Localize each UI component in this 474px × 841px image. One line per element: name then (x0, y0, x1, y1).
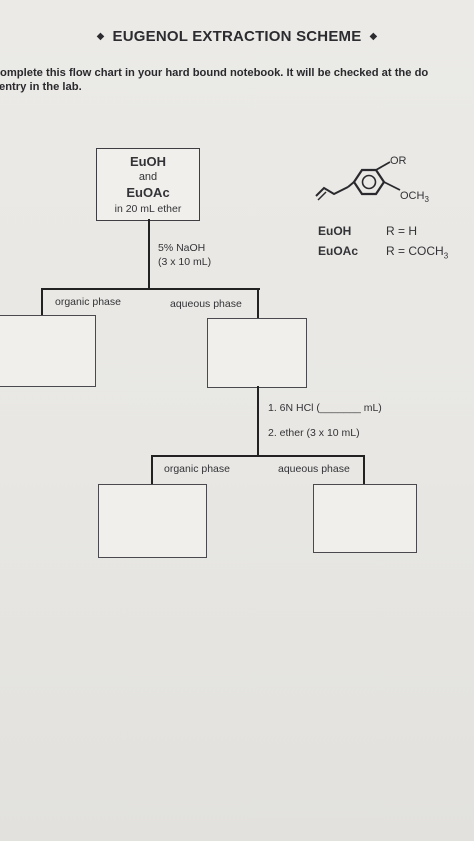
split1-aqueous-label: aqueous phase (170, 298, 242, 310)
answer-box-organic-2[interactable] (98, 484, 207, 558)
start-euoac: EuOAc (126, 185, 170, 200)
start-euoh: EuOH (129, 154, 167, 169)
eugenol-structure-icon (315, 161, 401, 201)
instructions-line-2: entry in the lab. (0, 81, 82, 93)
flow-line-stem-2 (257, 386, 259, 456)
step2-reagent-1: 1. 6N HCl (_______ mL) (268, 402, 382, 414)
title-bullet-right: ◆ (369, 31, 378, 42)
title-bullet-left: ◆ (96, 31, 105, 42)
structure-or-label: OR (390, 155, 407, 167)
flow-line-split-1 (41, 288, 260, 290)
split1-organic-label: organic phase (55, 296, 121, 308)
split2-organic-label: organic phase (164, 463, 230, 475)
flow-line-split-1-left (41, 288, 43, 316)
instructions: omplete this flow chart in your hard bou… (0, 66, 474, 94)
flow-line-split-2-right (363, 455, 365, 485)
page-title: ◆ EUGENOL EXTRACTION SCHEME ◆ (0, 28, 474, 45)
flow-line-split-1-right (257, 288, 259, 318)
instructions-line-1: omplete this flow chart in your hard bou… (0, 67, 429, 79)
step2-reagent-2: 2. ether (3 x 10 mL) (268, 427, 360, 439)
start-solvent: in 20 mL ether (114, 203, 182, 215)
rgroup-euoac-name: EuOAc (318, 244, 359, 258)
start-and: and (138, 171, 158, 183)
start-box: EuOH and EuOAc in 20 mL ether (96, 148, 200, 221)
flow-line-stem-1 (148, 219, 150, 289)
step1-amount: (3 x 10 mL) (158, 256, 212, 268)
split2-aqueous-label: aqueous phase (278, 463, 350, 475)
answer-box-organic-1[interactable] (0, 315, 96, 387)
title-text: EUGENOL EXTRACTION SCHEME (112, 28, 362, 45)
step1-reagent: 5% NaOH (158, 242, 206, 254)
rgroup-euoh-value: R = H (386, 224, 418, 238)
rgroup-euoh-name: EuOH (318, 224, 352, 238)
rgroup-euoac-value: R = COCH3 (386, 244, 449, 261)
answer-box-aqueous-2[interactable] (313, 484, 417, 553)
structure-och3-label: OCH3 (400, 190, 429, 205)
flow-line-split-2 (151, 455, 365, 457)
answer-box-aqueous-1[interactable] (207, 318, 307, 388)
flow-line-split-2-left (151, 455, 153, 485)
